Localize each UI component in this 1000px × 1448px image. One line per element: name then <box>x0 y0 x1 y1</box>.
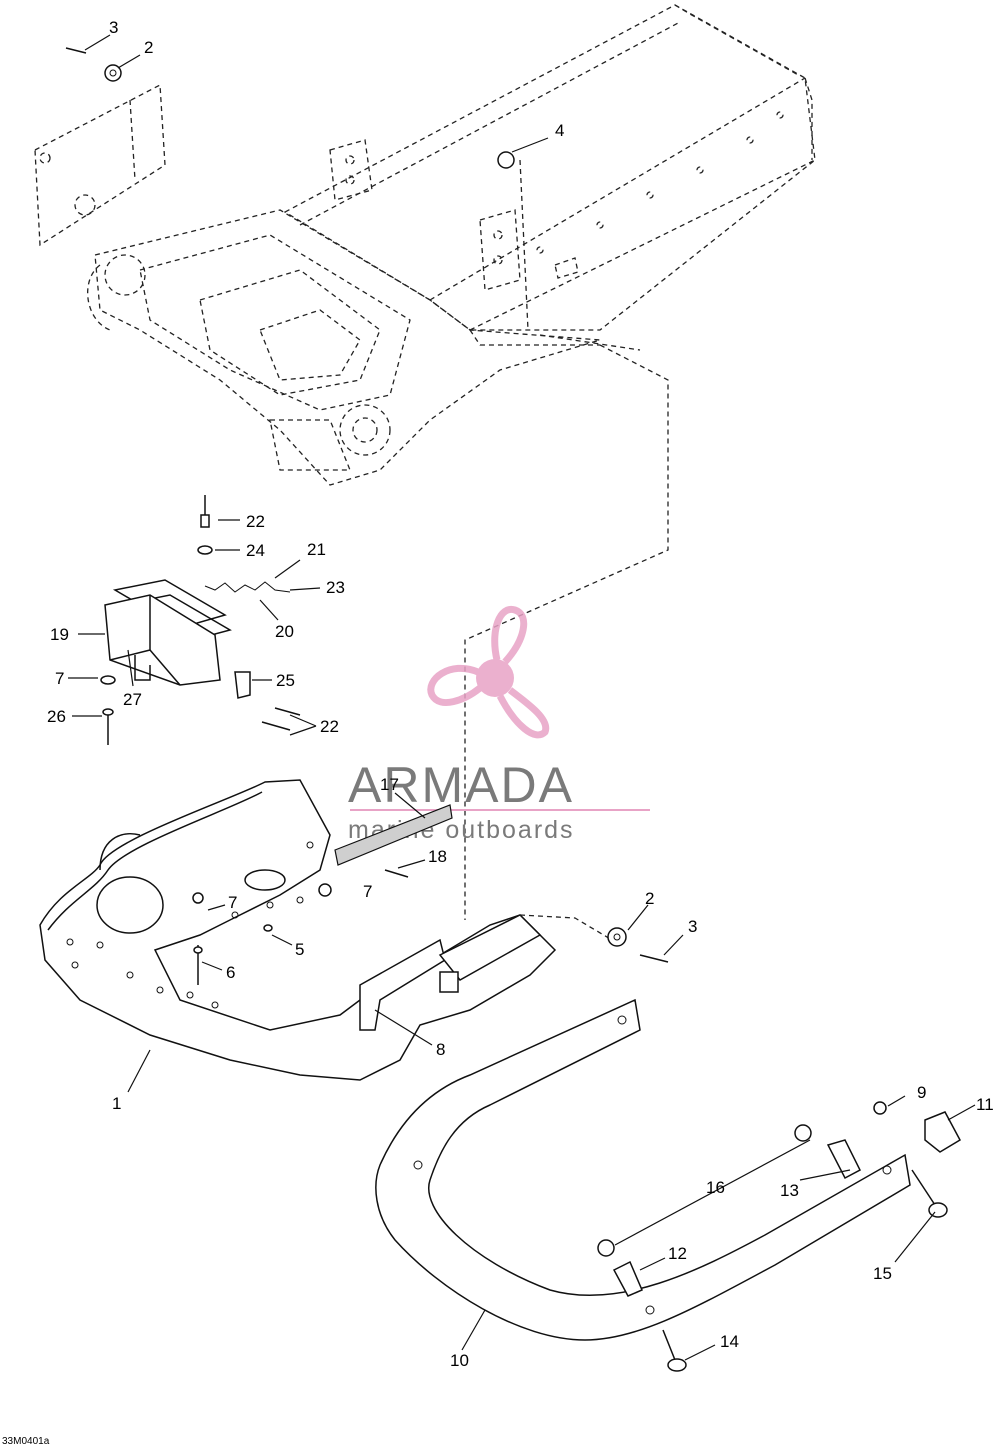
callout-20: 20 <box>275 622 294 641</box>
callout-17: 17 <box>380 775 399 794</box>
callout-22: 22 <box>246 512 265 531</box>
callout-19: 19 <box>50 625 69 644</box>
callout-24: 24 <box>246 541 265 560</box>
alignment-lines <box>464 159 669 920</box>
callout-3: 3 <box>109 18 118 37</box>
callout-5: 5 <box>295 940 304 959</box>
callout-26: 26 <box>47 707 66 726</box>
callout-labels: 3 2 4 22 24 21 23 20 19 7 27 25 26 22 17… <box>47 18 994 1370</box>
callout-2-right: 2 <box>645 889 654 908</box>
fastener-set-right <box>519 914 669 963</box>
battery-box-assembly <box>100 495 301 745</box>
callout-25: 25 <box>276 671 295 690</box>
leader-lines <box>68 34 976 1361</box>
callout-21: 21 <box>307 540 326 559</box>
callout-18: 18 <box>428 847 447 866</box>
fastener-set-top <box>65 47 515 169</box>
callout-8: 8 <box>436 1040 445 1059</box>
watermark-brand: ARMADA <box>348 757 574 813</box>
callout-16: 16 <box>706 1178 725 1197</box>
bumper <box>375 998 961 1372</box>
callout-27: 27 <box>123 690 142 709</box>
callout-2: 2 <box>144 38 153 57</box>
callout-3-right: 3 <box>688 917 697 936</box>
callout-4: 4 <box>555 121 564 140</box>
callout-11: 11 <box>976 1095 994 1114</box>
callout-13: 13 <box>780 1181 799 1200</box>
callout-6: 6 <box>226 963 235 982</box>
callout-12: 12 <box>668 1244 687 1263</box>
callout-9: 9 <box>917 1083 926 1102</box>
callout-7: 7 <box>55 669 64 688</box>
callout-7-plate: 7 <box>228 893 237 912</box>
callout-14: 14 <box>720 1332 739 1351</box>
skid-plate <box>39 779 557 1081</box>
callout-15: 15 <box>873 1264 892 1283</box>
callout-23: 23 <box>326 578 345 597</box>
callout-1: 1 <box>112 1094 121 1113</box>
callout-22-lower: 22 <box>320 717 339 736</box>
drawing-code: 33M0401a <box>2 1436 50 1447</box>
frame-phantom <box>34 4 816 486</box>
callout-7-strip: 7 <box>363 882 372 901</box>
callout-10: 10 <box>450 1351 469 1370</box>
armada-logo-icon <box>427 605 550 739</box>
